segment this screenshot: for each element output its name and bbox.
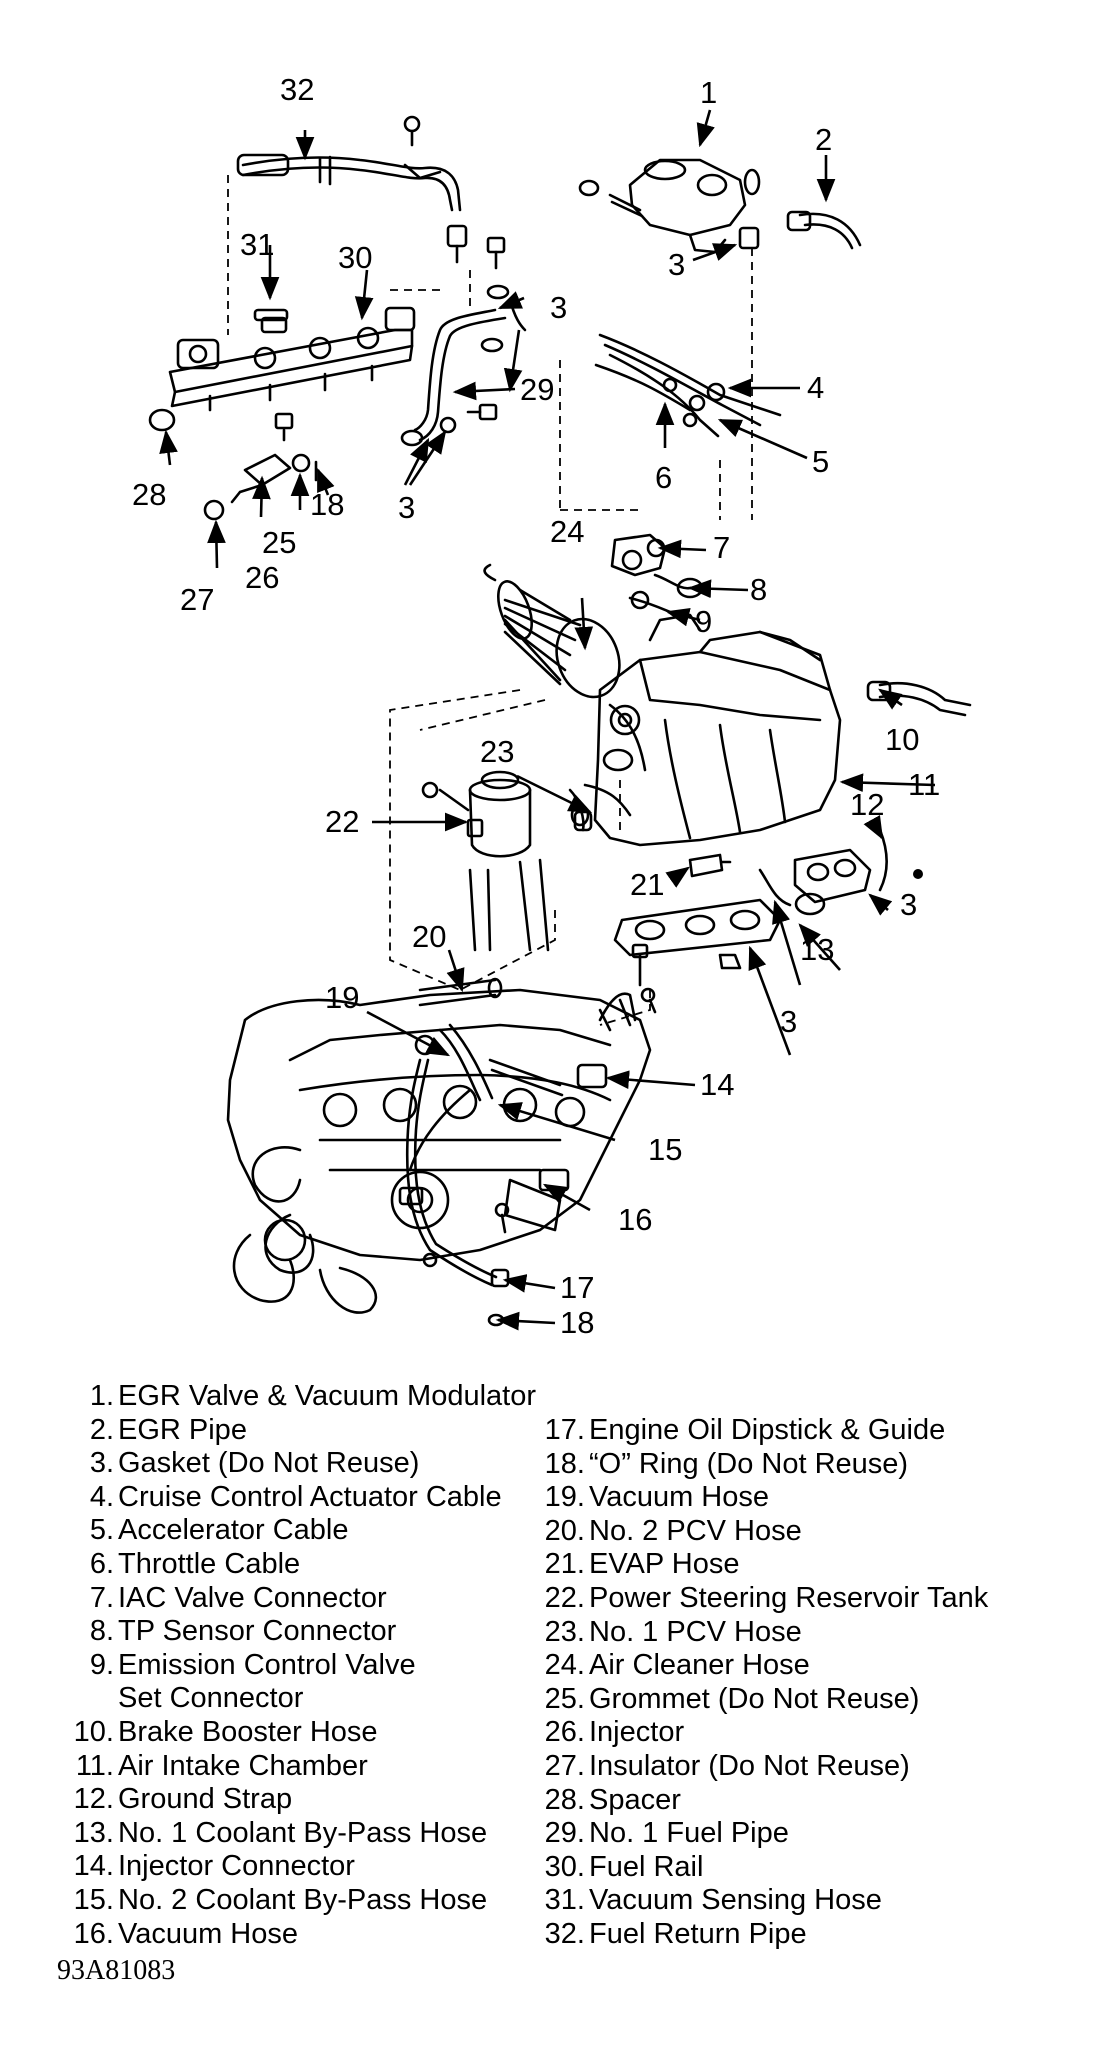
egr-valve-part (578, 158, 761, 254)
callout-8: 8 (750, 572, 767, 607)
legend-item: 8.TP Sensor Connector (89, 1615, 397, 1648)
callout-30: 30 (338, 240, 372, 275)
legend-item: 27.Insulator (Do Not Reuse) (544, 1749, 910, 1782)
callout-7: 7 (713, 530, 730, 565)
legend-item: 3.Gasket (Do Not Reuse) (89, 1447, 420, 1480)
callout-19: 19 (325, 980, 359, 1015)
callout-3: 3 (550, 290, 567, 325)
legend-item: 28.Spacer (544, 1783, 681, 1816)
callout-22: 22 (325, 804, 359, 839)
engine-block-part (226, 988, 652, 1262)
alignment-lines (227, 175, 753, 1026)
legend-item: 19.Vacuum Hose (544, 1481, 769, 1514)
misc-bolts-part (631, 943, 657, 1014)
callout-2: 2 (815, 122, 832, 157)
callout-12: 12 (850, 787, 884, 822)
legend-item: 20.No. 2 PCV Hose (544, 1514, 802, 1547)
callout-17: 17 (560, 1270, 594, 1305)
callout-15: 15 (648, 1132, 682, 1167)
legend-item: 29.No. 1 Fuel Pipe (544, 1817, 789, 1850)
callout-21: 21 (630, 867, 664, 902)
legend-item: 6.Throttle Cable (89, 1547, 301, 1580)
callout-3: 3 (780, 1004, 797, 1039)
callout-18: 18 (560, 1305, 594, 1340)
legend-item: 31.Vacuum Sensing Hose (544, 1884, 882, 1917)
dipstick-guide-part (398, 1034, 510, 1327)
vacuum-sensing-hose-part (253, 308, 289, 322)
iac-tp-connectors-part (610, 533, 704, 614)
callout-numbers: 1 2 3 3 3 3 3 4 5 6 7 8 9 10 11 12 13 14… (132, 72, 940, 1340)
callout-25: 25 (262, 525, 296, 560)
legend-item: 30.Fuel Rail (544, 1850, 704, 1883)
legend-left-column: 1.EGR Valve & Vacuum Modulator 2.EGR Pip… (73, 1380, 584, 1951)
legend-item: 1.EGR Valve & Vacuum Modulator (89, 1380, 536, 1412)
legend-item: 14.Injector Connector (73, 1850, 355, 1883)
callout-4: 4 (807, 370, 824, 405)
callout-18: 18 (310, 487, 344, 522)
injector-cluster-part (148, 408, 318, 521)
legend-item: 17.Engine Oil Dipstick & Guide (544, 1414, 946, 1446)
engine-fan-part (232, 1146, 378, 1314)
intake-gaskets-part (613, 848, 872, 970)
legend-item: 12.Ground Strap (73, 1783, 293, 1816)
callout-3: 3 (900, 887, 917, 922)
legend-item: 18.“O” Ring (Do Not Reuse) (544, 1447, 909, 1480)
callout-23: 23 (480, 734, 514, 769)
evap-hose-part (688, 853, 732, 878)
legend-item: 4.Cruise Control Actuator Cable (89, 1480, 502, 1513)
callout-14: 14 (700, 1067, 734, 1102)
no1-coolant-bypass-hose-part (758, 868, 792, 907)
callout-1: 1 (700, 75, 717, 110)
throttle-cables-part (594, 333, 782, 438)
legend-item: 25.Grommet (Do Not Reuse) (544, 1682, 920, 1715)
callout-5: 5 (812, 444, 829, 479)
brake-booster-hose-part (866, 680, 972, 717)
callout-16: 16 (618, 1202, 652, 1237)
legend-item: 7.IAC Valve Connector (89, 1581, 387, 1614)
callout-9: 9 (695, 604, 712, 639)
figure-id: 93A81083 (57, 1955, 176, 1986)
fuel-return-pipe-part (236, 115, 462, 212)
no1-fuel-pipe-part (400, 308, 507, 447)
leader-arrows (159, 109, 936, 1331)
legend-right-column: 17.Engine Oil Dipstick & Guide 18.“O” Ri… (544, 1414, 1095, 1952)
legend-item: 10.Brake Booster Hose (73, 1715, 378, 1748)
legend-item: 23.No. 1 PCV Hose (544, 1615, 802, 1648)
ground-strap-part (878, 828, 889, 892)
callout-10: 10 (885, 722, 919, 757)
callout-29: 29 (520, 372, 554, 407)
callout-3: 3 (668, 247, 685, 282)
legend-item: 2.EGR Pipe (89, 1413, 247, 1446)
legend-item: 26.Injector (544, 1716, 685, 1749)
fuel-rail-part (168, 306, 416, 412)
legend-item: 24.Air Cleaner Hose (544, 1649, 810, 1682)
legend-item: 13.No. 1 Coolant By-Pass Hose (73, 1816, 488, 1849)
callout-11: 11 (908, 767, 940, 802)
callout-6: 6 (655, 460, 672, 495)
legend-item: 15.No. 2 Coolant By-Pass Hose (73, 1883, 488, 1916)
callout-32: 32 (280, 72, 314, 107)
fuel-pipe-fittings (446, 224, 527, 353)
callout-28: 28 (132, 477, 166, 512)
callout-26: 26 (245, 560, 279, 595)
callout-3: 3 (398, 490, 415, 525)
power-steering-reservoir-part (421, 770, 550, 952)
callout-31: 31 (240, 227, 274, 262)
callout-24: 24 (550, 514, 584, 549)
legend-item: 22.Power Steering Reservoir Tank (544, 1581, 989, 1614)
legend-item: 21.EVAP Hose (544, 1548, 740, 1581)
callout-27: 27 (180, 582, 214, 617)
callout-13: 13 (800, 932, 834, 967)
legend-item: 16.Vacuum Hose (73, 1917, 298, 1950)
callout-20: 20 (412, 919, 446, 954)
air-intake-chamber-part (570, 613, 842, 847)
air-cleaner-hose-part (483, 563, 621, 699)
legend-item: 11.Air Intake Chamber (75, 1749, 368, 1782)
legend-item: 5.Accelerator Cable (89, 1514, 349, 1547)
egr-pipe-part (786, 210, 862, 250)
legend-item: 32.Fuel Return Pipe (544, 1917, 807, 1950)
